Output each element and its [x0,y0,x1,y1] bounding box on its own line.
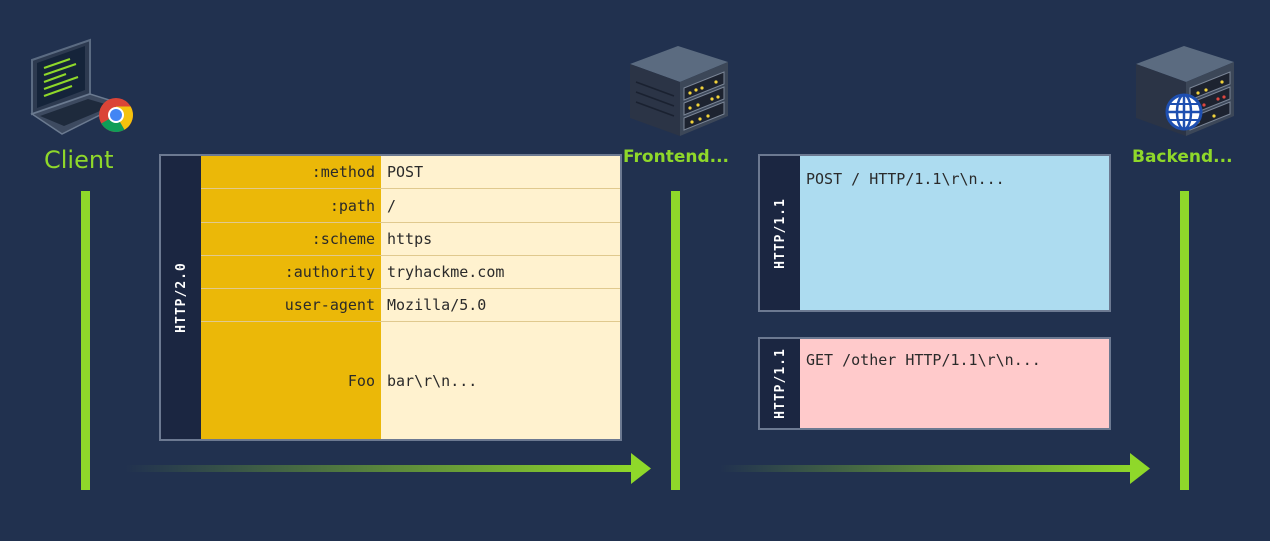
forward-arrow [720,453,1150,484]
http2-request-frame: HTTP/2.0 :method POST :path / :scheme ht… [159,154,622,441]
header-row-scheme: :scheme https [201,223,620,256]
header-row-path: :path / [201,189,620,223]
frontend-label: Frontend... [623,147,729,167]
header-row-authority: :authority tryhackme.com [201,256,620,289]
header-value: POST [387,163,424,181]
http2-version-label: HTTP/2.0 [161,156,201,439]
http1-version-label: HTTP/1.1 [760,156,800,310]
header-key: :method [201,156,381,188]
globe-icon [1164,92,1204,132]
client-label: Client [44,146,114,174]
chrome-icon [98,97,134,133]
http1-request-frame-1: HTTP/1.1 POST / HTTP/1.1\r\n... [758,154,1111,312]
server-icon [628,42,730,138]
header-key: :authority [201,256,381,288]
http1-request-frame-2: HTTP/1.1 GET /other HTTP/1.1\r\n... [758,337,1111,430]
client-lifeline [81,191,90,490]
header-row-method: :method POST [201,156,620,189]
header-key: user-agent [201,289,381,321]
backend-lifeline [1180,191,1189,490]
header-row-user-agent: user-agent Mozilla/5.0 [201,289,620,322]
header-value: https [387,230,433,248]
header-value: / [387,196,397,215]
header-value: bar\r\n... [387,371,478,390]
request-line: POST / HTTP/1.1\r\n... [806,170,1005,188]
http1-version-label: HTTP/1.1 [760,339,800,428]
header-value: Mozilla/5.0 [387,296,487,314]
backend-label: Backend... [1132,147,1233,167]
header-key: Foo [201,322,381,439]
laptop-icon [26,38,136,138]
header-key: :scheme [201,223,381,255]
request-line: GET /other HTTP/1.1\r\n... [806,351,1041,369]
header-row-foo: Foo bar\r\n... [201,322,620,439]
header-value: tryhackme.com [387,263,505,281]
header-key: :path [201,189,381,222]
request-arrow [125,453,651,484]
server-icon [1134,42,1236,138]
frontend-lifeline [671,191,680,490]
